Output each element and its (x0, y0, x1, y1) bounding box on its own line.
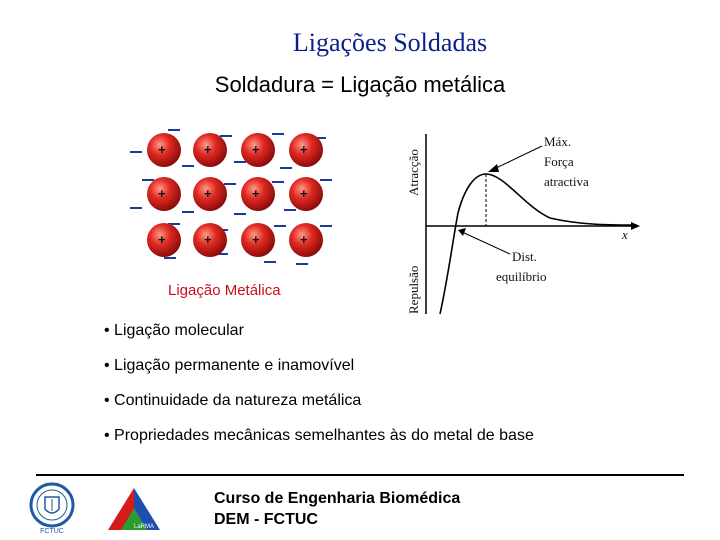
metal-ion (147, 223, 181, 257)
seal-text: FCTUC (40, 528, 64, 535)
equilibrium-pointer-head (458, 228, 466, 236)
x-axis-arrowhead (631, 222, 640, 230)
metal-ion (289, 223, 323, 257)
lattice-caption: Ligação Metálica (168, 282, 281, 299)
ion-charge-label: + (252, 186, 260, 201)
metal-ion (147, 177, 181, 211)
metal-ion (241, 223, 275, 257)
x-axis-label: x (621, 227, 628, 242)
ion-charge-label: + (158, 186, 166, 201)
larma-logo: LaRMA (108, 488, 160, 530)
bullet-list: • Ligação molecular • Ligação permanente… (104, 322, 534, 462)
metal-ion (289, 177, 323, 211)
slide-subtitle: Soldadura = Ligação metálica (214, 72, 506, 97)
max-force-label-3: atractiva (544, 174, 589, 189)
metal-ion (241, 133, 275, 167)
bullet-item: • Propriedades mecânicas semelhantes às … (104, 427, 534, 444)
max-force-pointer (491, 145, 543, 171)
ion-charge-label: + (252, 232, 260, 247)
ion-charge-label: + (204, 232, 212, 247)
max-force-pointer-head (488, 164, 499, 172)
equilibrium-label-2: equilíbrio (496, 269, 547, 284)
max-force-label-1: Máx. (544, 134, 571, 149)
ion-charge-label: + (204, 142, 212, 157)
metal-ion (241, 177, 275, 211)
y-label-repulsion: Repulsão (406, 266, 421, 314)
footer-divider (36, 474, 684, 476)
metal-ion (289, 133, 323, 167)
ion-charge-label: + (300, 232, 308, 247)
metal-ion (193, 223, 227, 257)
bullet-item: • Ligação molecular (104, 322, 244, 339)
ion-charge-label: + (252, 142, 260, 157)
equilibrium-pointer (461, 231, 511, 255)
bullet-item: • Ligação permanente e inamovível (104, 357, 355, 374)
ion-group: + + + + + + + + + + + + (147, 133, 323, 257)
slide-title: Ligações Soldadas (292, 28, 488, 57)
equilibrium-label-1: Dist. (512, 249, 537, 264)
footer-course-block: Curso de Engenharia Biomédica DEM - FCTU… (214, 488, 460, 530)
ion-charge-label: + (158, 232, 166, 247)
larma-logo-text: LaRMA (134, 524, 154, 530)
y-label-attraction: Atracção (406, 149, 421, 196)
metallic-lattice-illustration: + + + + + + + + + + + + (130, 129, 332, 265)
university-seal-logo: FCTUC (29, 482, 75, 535)
ion-charge-label: + (158, 142, 166, 157)
footer-course-name: Curso de Engenharia Biomédica (214, 490, 461, 507)
bullet-item: • Continuidade da natureza metálica (104, 392, 362, 409)
force-curve (439, 173, 633, 315)
footer-department: DEM - FCTUC (214, 511, 318, 528)
metal-ion (147, 133, 181, 167)
ion-charge-label: + (300, 142, 308, 157)
metal-ion (193, 177, 227, 211)
force-distance-plot: x Atracção Repulsão Máx. Força atractiva… (406, 134, 640, 315)
metal-ion (193, 133, 227, 167)
ion-charge-label: + (204, 186, 212, 201)
max-force-label-2: Força (544, 154, 574, 169)
ion-charge-label: + (300, 186, 308, 201)
